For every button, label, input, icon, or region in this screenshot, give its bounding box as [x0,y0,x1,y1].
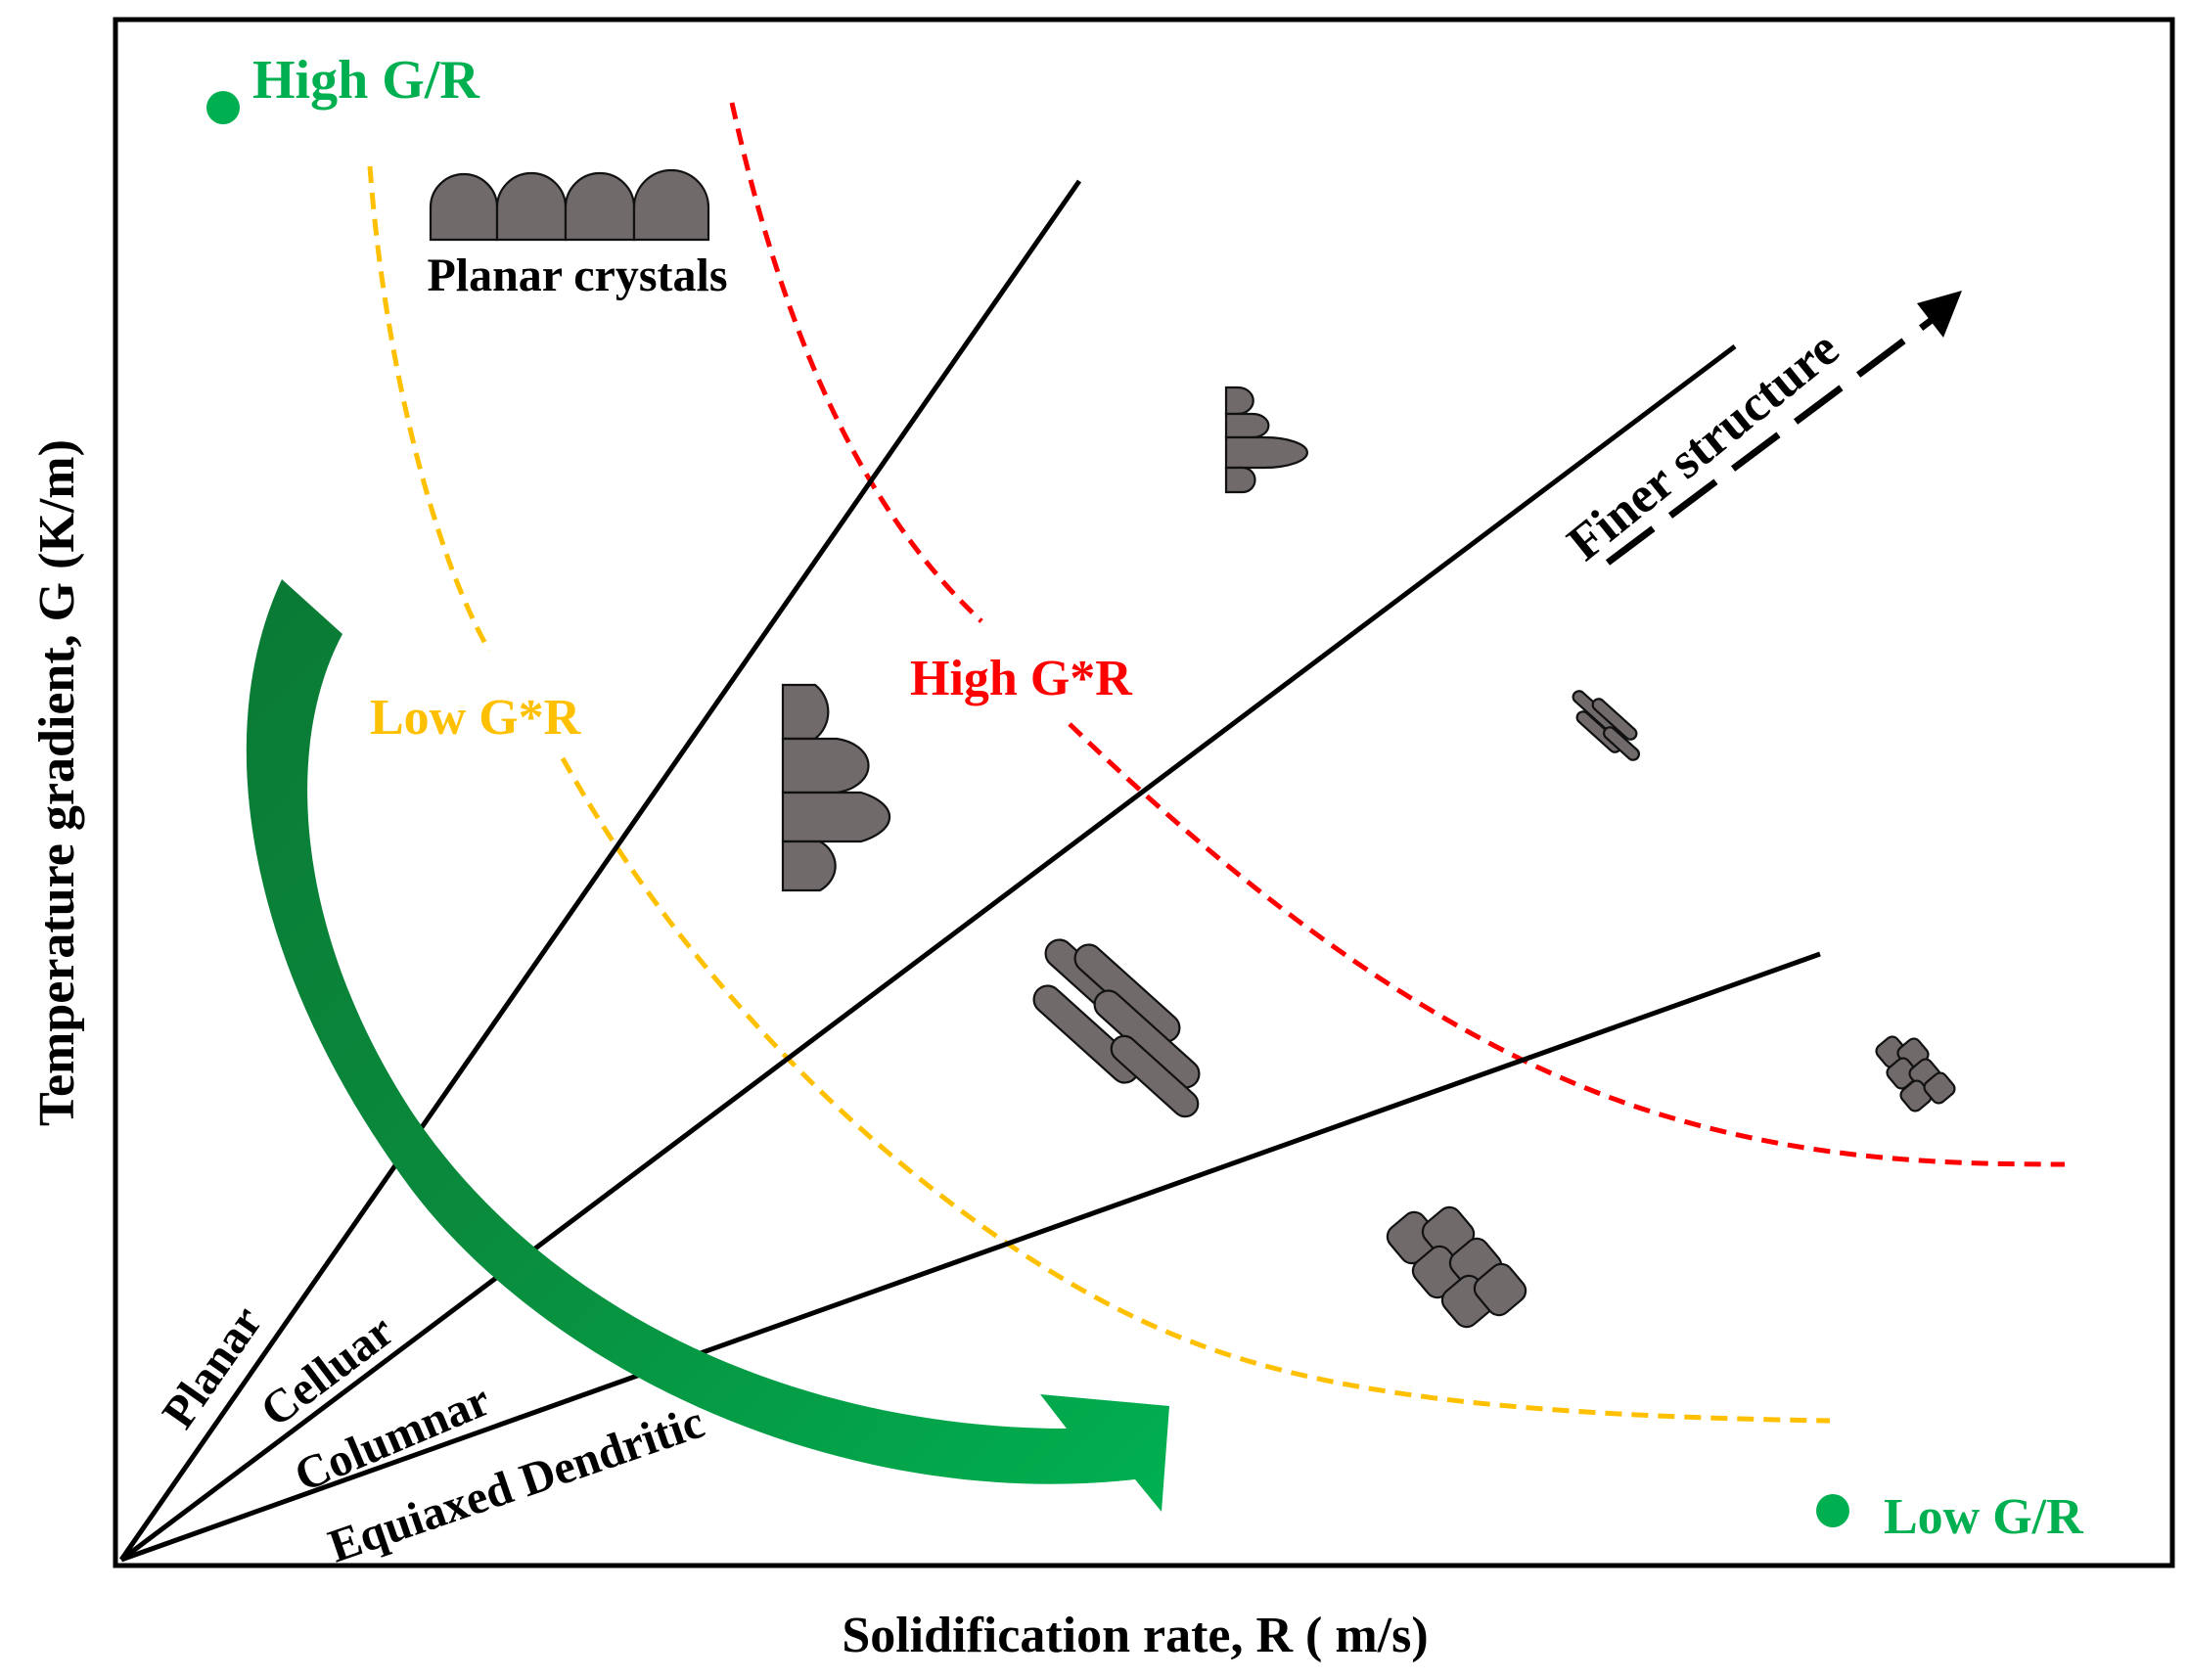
columnar-equiaxed-boundary [120,951,1821,1563]
low-g-over-r-label: Low G/R [1884,1489,2084,1545]
plot-frame [113,17,2175,1568]
planar-cellular-boundary [118,179,1082,1562]
high-g-over-r-label: High G/R [252,50,479,111]
equiaxed-crystal-large-icon [1386,1205,1527,1329]
y-axis-label: Temperature gradient, G (K/m) [29,439,85,1126]
low-g-over-r-dot [1816,1494,1849,1527]
planar-crystals-icon [429,168,710,242]
transition-arrow [246,579,1170,1512]
columnar-crystal-large-icon [1032,938,1201,1118]
planar-crystals-label: Planar crystals [427,250,727,301]
high-g-over-r-dot [206,91,240,124]
cellular-crystal-small-icon [1224,386,1308,494]
low-gr-product-label: Low G*R [370,690,582,746]
equiaxed-crystal-small-icon [1875,1035,1956,1112]
high-gr-product-label: High G*R [910,651,1133,706]
low-gr-product-curve [367,165,1831,1424]
high-gr-product-curve [729,102,2066,1167]
x-axis-label: Solidification rate, R ( m/s) [842,1608,1428,1663]
cellular-columnar-boundary [119,344,1737,1562]
cellular-crystal-large-icon [781,683,891,892]
columnar-crystal-small-icon [1572,690,1640,761]
finer-structure-arrow [1605,291,1962,566]
